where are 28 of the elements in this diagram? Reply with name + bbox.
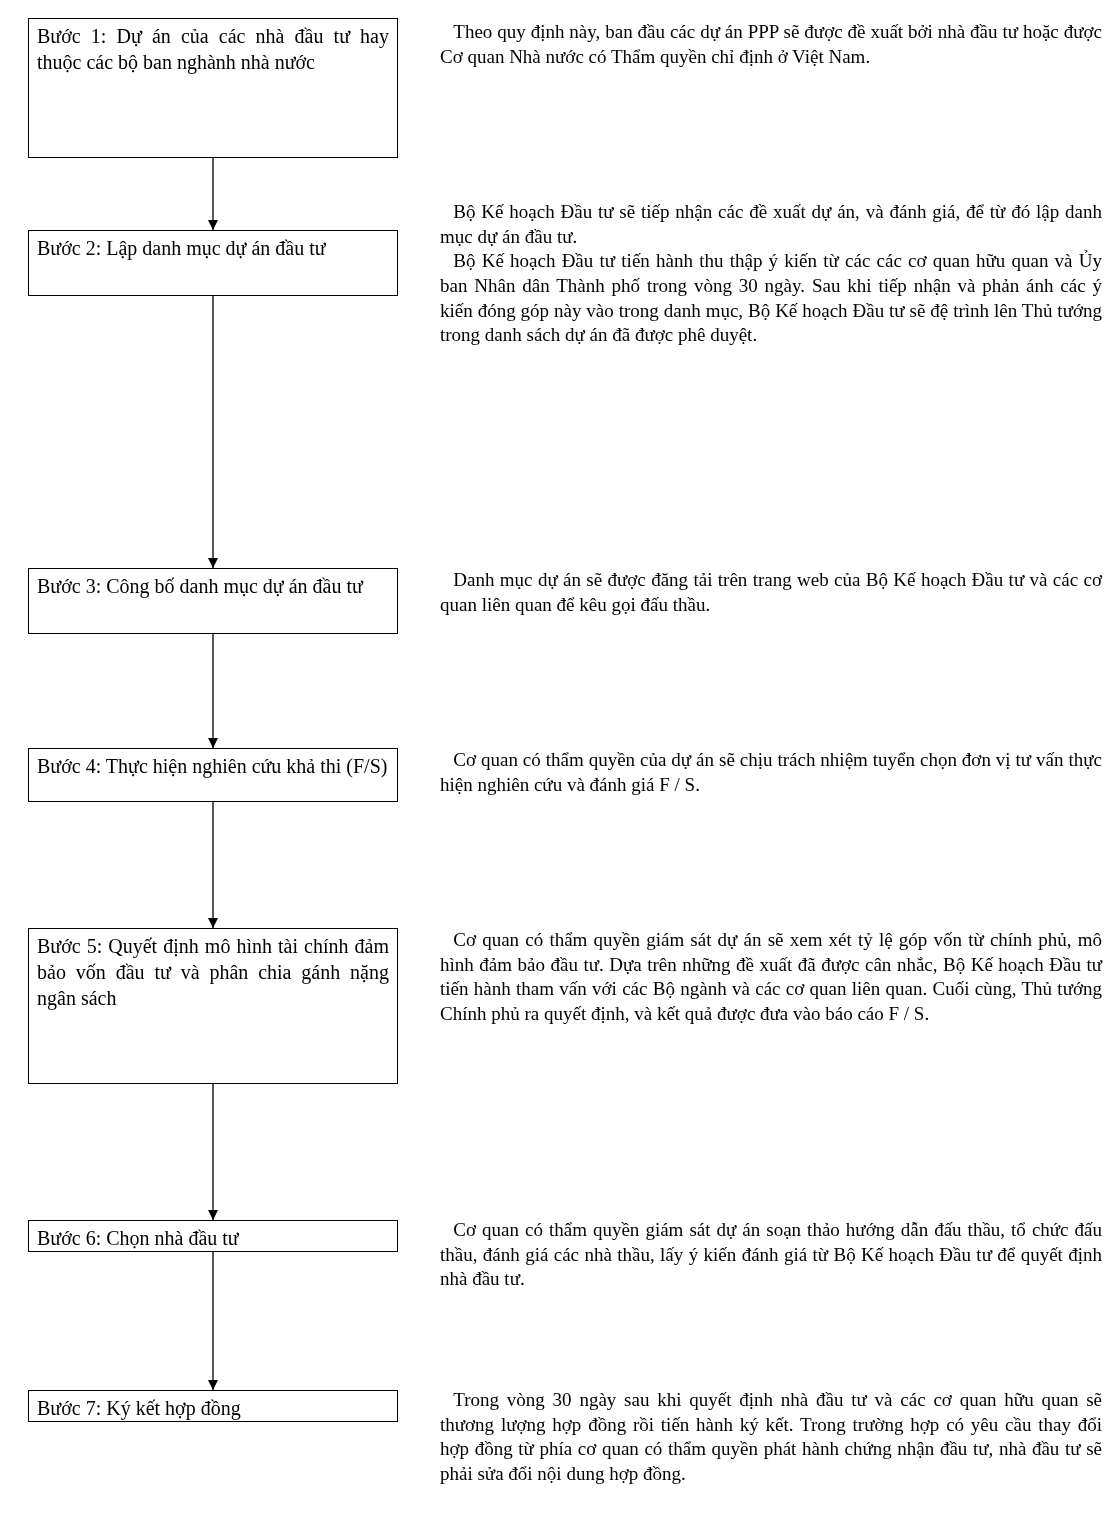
process-box — [28, 568, 398, 634]
step-label: Bước 4: Thực hiện nghiên cứu khả thi (F/S) — [37, 754, 389, 779]
step-label: Bước 2: Lập danh mục dự án đầu tư — [37, 236, 327, 261]
step-description: Cơ quan có thẩm quyền của dự án sẽ chịu trách nhiệm tuyển chọn đơn vị tư vấn thực hiện nghiên cứu và đánh giá F / S. — [440, 748, 1102, 797]
step-label: Bước 1: Dự án của các nhà đầu tư hay thuộc các bộ ban nghành nhà nước — [37, 24, 389, 75]
process-box — [28, 928, 398, 1084]
arrow — [208, 1083, 218, 1221]
process-box — [28, 18, 398, 158]
arrow — [208, 801, 218, 929]
arrow — [208, 1251, 218, 1391]
step-description: Bộ Kế hoạch Đầu tư tiến hành thu thập ý kiến từ các các cơ quan hữu quan và Ủy ban Nhân dân Thành phố trong vòng 30 ngày. Sau khi tiếp nhận và phản ánh các ý kiến đóng góp này vào trong danh mục, Bộ Kế hoạch Đầu tư sẽ đệ trình lên Thủ tướng trong danh sách dự án đã được phê duyệt. — [440, 249, 1102, 348]
step-description: Cơ quan có thẩm quyền giám sát dự án sẽ xem xét tỷ lệ góp vốn từ chính phủ, mô hình đảm bảo đầu tư. Dựa trên những đề xuất đã được cân nhắc, Bộ Kế hoạch Đầu tư tiến hành tham vấn với các Bộ ngành và các cơ quan liên quan. Cuối cùng, Thủ tướng Chính phủ ra quyết định, và kết quả được đưa vào báo cáo F / S. — [440, 928, 1102, 1027]
process-box — [28, 748, 398, 802]
process-box — [28, 1220, 398, 1252]
step-label: Bước 6: Chọn nhà đầu tư — [37, 1226, 240, 1251]
step-description: Bộ Kế hoạch Đầu tư sẽ tiếp nhận các đề xuất dự án, và đánh giá, để từ đó lập danh mục dự án đầu tư. — [440, 200, 1102, 249]
step-label: Bước 3: Công bố danh mục dự án đầu tư — [37, 574, 365, 599]
process-box — [28, 1390, 398, 1422]
arrow — [208, 295, 218, 569]
step-label: Bước 5: Quyết định mô hình tài chính đảm bảo vốn đầu tư và phân chia gánh nặng ngân sách — [37, 934, 389, 1011]
step-label: Bước 7: Ký kết hợp đồng — [37, 1396, 242, 1421]
arrow — [208, 633, 218, 749]
step-description: Theo quy định này, ban đầu các dự án PPP sẽ được đề xuất bởi nhà đầu tư hoặc được Cơ quan Nhà nước có Thẩm quyền chỉ định ở Việt Nam. — [440, 20, 1102, 69]
process-box — [28, 230, 398, 296]
step-description: Danh mục dự án sẽ được đăng tải trên trang web của Bộ Kế hoạch Đầu tư và các cơ quan liên quan để kêu gọi đấu thầu. — [440, 568, 1102, 617]
step-description: Cơ quan có thẩm quyền giám sát dự án soạn thảo hướng dẫn đấu thầu, tổ chức đấu thầu, đánh giá các nhà thầu, lấy ý kiến đánh giá từ Bộ Kế hoạch Đầu tư để quyết định nhà đầu tư. — [440, 1218, 1102, 1292]
step-description: Trong vòng 30 ngày sau khi quyết định nhà đầu tư và các cơ quan hữu quan sẽ thương lượng hợp đồng rồi tiến hành ký kết. Trong trường hợp có yêu cầu thay đổi hợp đồng từ phía cơ quan có thẩm quyền phát hành chứng nhận đầu tư, nhà đầu tư sẽ phải sửa đổi nội dung hợp đồng. — [440, 1388, 1102, 1487]
arrow — [208, 157, 218, 231]
